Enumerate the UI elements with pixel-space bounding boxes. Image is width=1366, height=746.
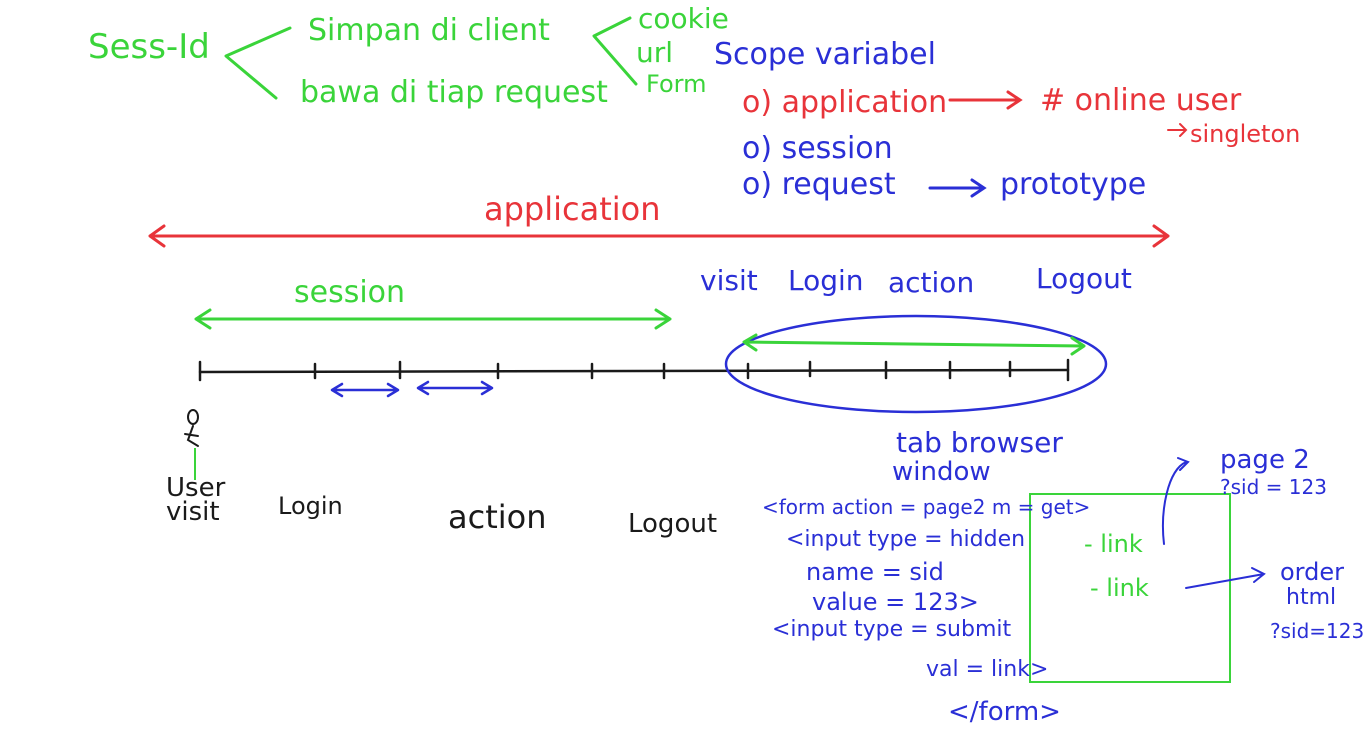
- right-event-logout: Logout: [1036, 262, 1132, 295]
- application-label: application: [484, 190, 661, 228]
- request-arrow-1: [330, 382, 400, 398]
- scope-app-note: # online user: [1040, 83, 1242, 118]
- page2-arrow: [1162, 457, 1190, 545]
- store-client-label: Simpan di client: [308, 13, 550, 48]
- form-label: Form: [646, 70, 706, 98]
- app-arrow-icon: [948, 90, 1023, 110]
- form-code-line-2: <input type = hidden: [786, 527, 1025, 552]
- sess-id-label: Sess-Id: [88, 27, 210, 67]
- request-arrow-2: [416, 380, 494, 396]
- singleton-arrow-icon: [1167, 123, 1188, 137]
- application-arrow: [148, 224, 1170, 248]
- browser-window-box: [1029, 493, 1231, 683]
- tab-title-1: tab browser: [896, 426, 1063, 459]
- scope-request: o) request: [742, 167, 896, 202]
- bottom-event-visit: visit: [166, 497, 220, 527]
- session-label: session: [294, 275, 405, 310]
- client-brace: [592, 16, 638, 86]
- bottom-event-labels: User visit Login action Logout: [166, 473, 717, 539]
- right-event-login: Login: [788, 264, 864, 297]
- bottom-event-login: Login: [278, 492, 343, 520]
- main-timeline: [198, 358, 1070, 382]
- scope-request-note: prototype: [1000, 167, 1146, 202]
- session-id-notes: Sess-Id Simpan di client bawa di tiap re…: [88, 2, 729, 110]
- form-code-line-4: value = 123>: [812, 588, 979, 616]
- scope-application: o) application: [742, 85, 947, 120]
- session-arrow: [194, 308, 672, 330]
- user-label: User: [166, 473, 226, 503]
- cookie-label: cookie: [638, 2, 729, 35]
- tab-browser-ellipse: [724, 314, 1108, 414]
- form-code-line-3: name = sid: [806, 558, 944, 586]
- right-event-action: action: [888, 266, 974, 299]
- bottom-event-logout: Logout: [628, 509, 717, 539]
- scope-session: o) session: [742, 131, 893, 166]
- scope-app-note2: singleton: [1190, 120, 1300, 148]
- url-label: url: [636, 36, 673, 69]
- form-code: <form action = page2 m = get> <input typ…: [762, 495, 1090, 727]
- sess-id-brace: [224, 26, 292, 100]
- bottom-event-action: action: [448, 498, 547, 536]
- form-code-line-5: <input type = submit: [772, 617, 1011, 642]
- right-event-visit: visit: [700, 264, 758, 297]
- form-code-line-7: </form>: [948, 697, 1061, 727]
- link-2: - link: [1090, 574, 1149, 602]
- tab-session-arrow: [742, 333, 1086, 356]
- order-sid: ?sid=123: [1270, 619, 1364, 643]
- form-code-line-1: <form action = page2 m = get>: [762, 495, 1090, 519]
- request-arrow-icon: [928, 178, 987, 198]
- order-label-1: order: [1280, 558, 1344, 586]
- page2-sid: ?sid = 123: [1220, 475, 1327, 499]
- order-label-2: html: [1286, 585, 1336, 610]
- right-event-labels: visit Login action Logout: [700, 262, 1132, 299]
- link-1: - link: [1084, 530, 1143, 558]
- form-code-line-6: val = link>: [926, 657, 1048, 682]
- carry-request-label: bawa di tiap request: [300, 75, 608, 110]
- tab-title-2: window: [892, 457, 991, 487]
- scope-title: Scope variabel: [714, 37, 936, 72]
- user-icon: [184, 409, 199, 447]
- scope-notes: Scope variabel o) application # online u…: [714, 37, 1300, 202]
- page2-label: page 2: [1220, 445, 1310, 475]
- order-arrow: [1185, 567, 1266, 589]
